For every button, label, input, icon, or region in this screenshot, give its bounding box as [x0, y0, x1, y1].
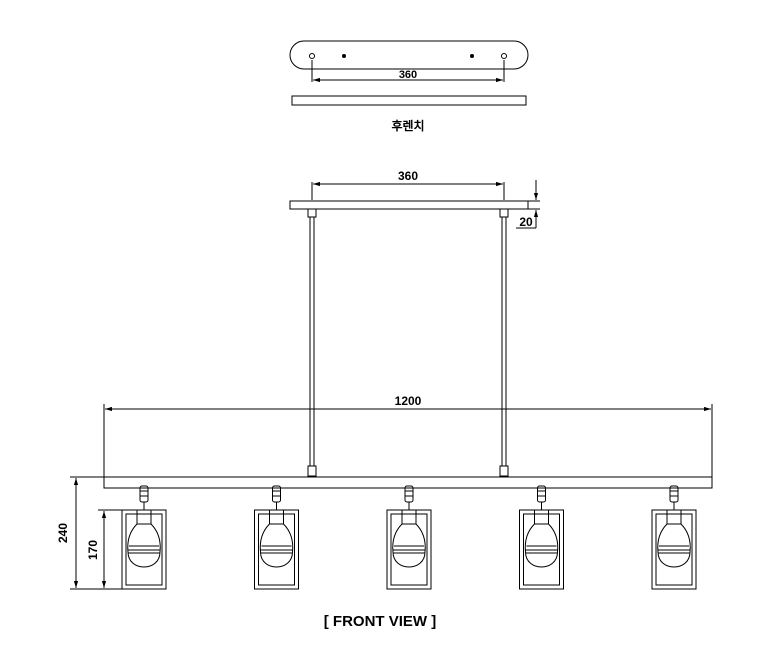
bar-length-label: 1200 [395, 394, 422, 408]
rod-connector [499, 465, 509, 477]
canopy [289, 200, 529, 210]
bulb-base [401, 509, 417, 525]
mount-hole [501, 53, 507, 59]
bulb-glass [259, 523, 294, 568]
screw-hole [342, 54, 346, 58]
front-view-caption: [ FRONT VIEW ] [324, 613, 437, 630]
lamp-frame-inner [655, 513, 693, 586]
main-bar [103, 476, 713, 489]
bulb-glass [524, 523, 559, 568]
lamp [121, 485, 167, 590]
lamp-frame-inner [258, 513, 295, 586]
bulb-base [269, 509, 284, 525]
rod-connector [307, 465, 317, 477]
flange-plate-side [291, 95, 527, 106]
mount-hole [309, 53, 315, 59]
flange-plate-top [289, 40, 529, 70]
lamp-height-label: 170 [86, 540, 100, 560]
lamp-frame-inner [390, 513, 428, 586]
bulb-base [534, 509, 549, 525]
screw-hole [470, 54, 474, 58]
top-dim-label: 360 [399, 69, 417, 81]
lamp-frame-inner [125, 513, 163, 586]
rod-connector [499, 208, 509, 218]
lamp [651, 485, 697, 590]
top-view-caption: 후렌치 [391, 118, 424, 133]
lamp-group [121, 485, 697, 590]
bulb-base [666, 509, 682, 525]
lamp [519, 485, 564, 590]
bulb-glass [392, 523, 426, 568]
lamp [254, 485, 299, 590]
canopy-thickness-label: 20 [519, 215, 533, 229]
bulb-glass [127, 523, 161, 568]
total-height-label: 240 [56, 523, 70, 543]
bulb-base [136, 509, 152, 525]
bulb-glass [657, 523, 691, 568]
top-view [289, 40, 529, 106]
canopy-width-label: 360 [398, 169, 418, 183]
lamp [386, 485, 432, 590]
front-view [70, 180, 713, 590]
lamp-frame-inner [523, 513, 560, 586]
rod-connector [307, 208, 317, 218]
